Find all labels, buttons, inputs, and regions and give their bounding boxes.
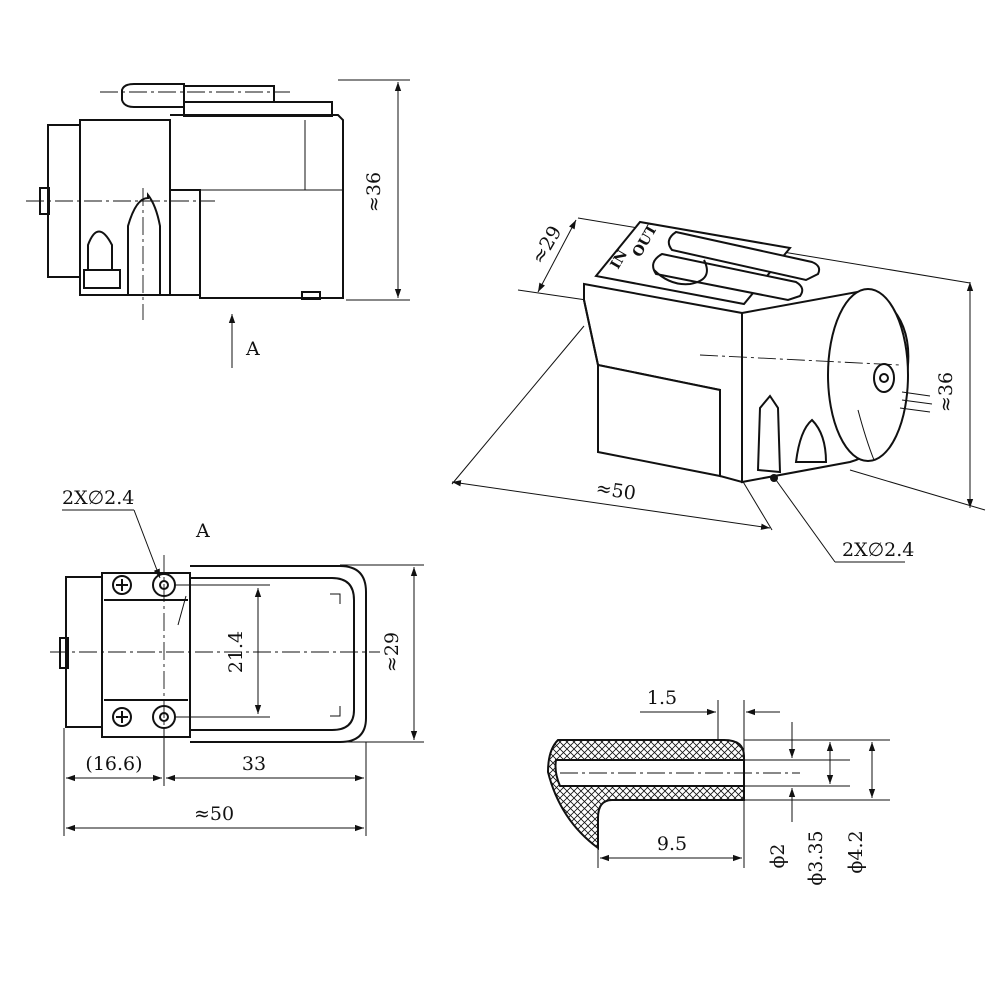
side-view: ≈36 A — [26, 79, 410, 368]
tube-outer-dia-label: ϕ4.2 — [845, 830, 867, 873]
iso-holes-label: 2X∅2.4 — [842, 539, 914, 561]
side-nozzle-1 — [87, 230, 113, 271]
view-arrow-label: A — [245, 338, 260, 360]
screw-2 — [112, 707, 132, 727]
iso-width-label: ≈29 — [527, 222, 566, 268]
side-head — [170, 114, 344, 299]
iso-tube-2 — [652, 252, 804, 302]
tube-inner-dia-label: ϕ2 — [767, 843, 789, 868]
iso-view: ≈29 ≈36 ≈50 IN OUT — [451, 217, 986, 563]
bottom-offset-label: (16.6) — [85, 753, 142, 775]
tube-mid-dia-label: ϕ3.35 — [805, 830, 827, 885]
iso-nozzle-1 — [756, 394, 782, 474]
bottom-holes-label: 2X∅2.4 — [62, 487, 134, 509]
iso-body-lower — [597, 363, 721, 478]
iso-length-label: ≈50 — [594, 477, 637, 504]
bottom-width-label: ≈29 — [381, 632, 403, 672]
iso-nozzle-2 — [794, 418, 828, 463]
screw-1 — [112, 575, 132, 595]
tube-detail: 1.5 9.5 ϕ2 ϕ3.35 ϕ4.2 — [546, 687, 890, 886]
tube-length-label: 9.5 — [657, 833, 687, 855]
iso-tube-1 — [667, 230, 821, 282]
bottom-spacing-label: 21.4 — [225, 631, 247, 673]
bottom-base-label: 33 — [242, 753, 266, 775]
side-nozzle-2 — [127, 192, 161, 296]
side-tube-body — [183, 85, 275, 103]
bottom-head-outer — [190, 565, 367, 743]
tube-wall-section — [546, 739, 745, 850]
bottom-view: A 2X∅2.4 21.4 — [50, 487, 424, 836]
side-height-label: ≈36 — [363, 172, 385, 212]
tube-wall-label: 1.5 — [647, 687, 677, 709]
bottom-view-label: A — [195, 520, 210, 542]
iso-motor-face — [827, 288, 909, 462]
iso-height-label: ≈36 — [935, 372, 957, 412]
bottom-length-label: ≈50 — [194, 803, 234, 825]
bottom-base — [101, 572, 191, 738]
side-tube-upper — [121, 83, 185, 108]
